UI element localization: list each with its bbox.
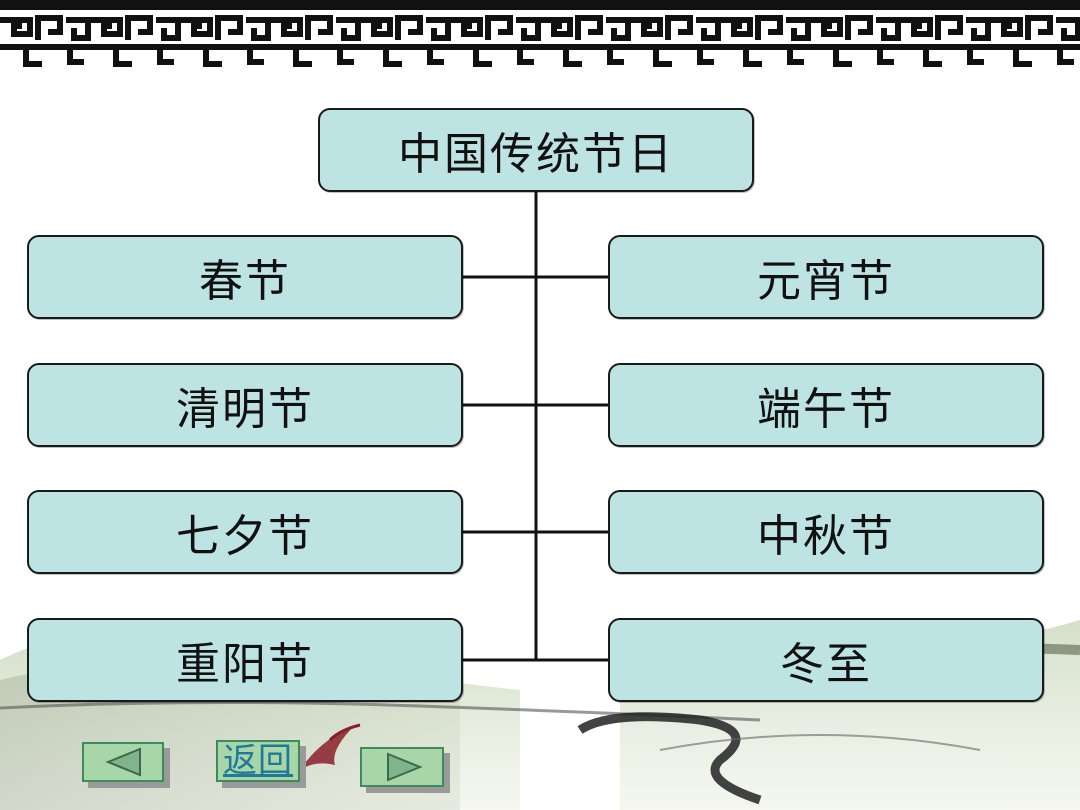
node-right-1[interactable]: 元宵节: [608, 235, 1044, 319]
root-node-label: 中国传统节日: [398, 129, 674, 180]
next-button[interactable]: [360, 747, 444, 787]
node-right-2[interactable]: 端午节: [608, 363, 1044, 447]
node-left-4[interactable]: 重阳节: [27, 618, 463, 702]
triangle-left-icon: [105, 747, 141, 777]
back-link[interactable]: 返回: [216, 740, 300, 782]
node-label: 中秋节: [757, 511, 895, 562]
node-label: 七夕节: [176, 511, 314, 562]
node-right-4[interactable]: 冬至: [608, 618, 1044, 702]
root-node: 中国传统节日: [318, 108, 754, 192]
node-label: 冬至: [780, 639, 872, 690]
fretwork-border-decoration: [0, 0, 1080, 67]
node-label: 元宵节: [757, 256, 895, 307]
node-left-1[interactable]: 春节: [27, 235, 463, 319]
node-left-2[interactable]: 清明节: [27, 363, 463, 447]
node-left-3[interactable]: 七夕节: [27, 490, 463, 574]
prev-button[interactable]: [82, 742, 164, 782]
node-label: 重阳节: [176, 639, 314, 690]
node-right-3[interactable]: 中秋节: [608, 490, 1044, 574]
triangle-right-icon: [387, 752, 423, 782]
node-label: 春节: [199, 256, 291, 307]
node-label: 端午节: [757, 384, 895, 435]
node-label: 清明节: [176, 384, 314, 435]
